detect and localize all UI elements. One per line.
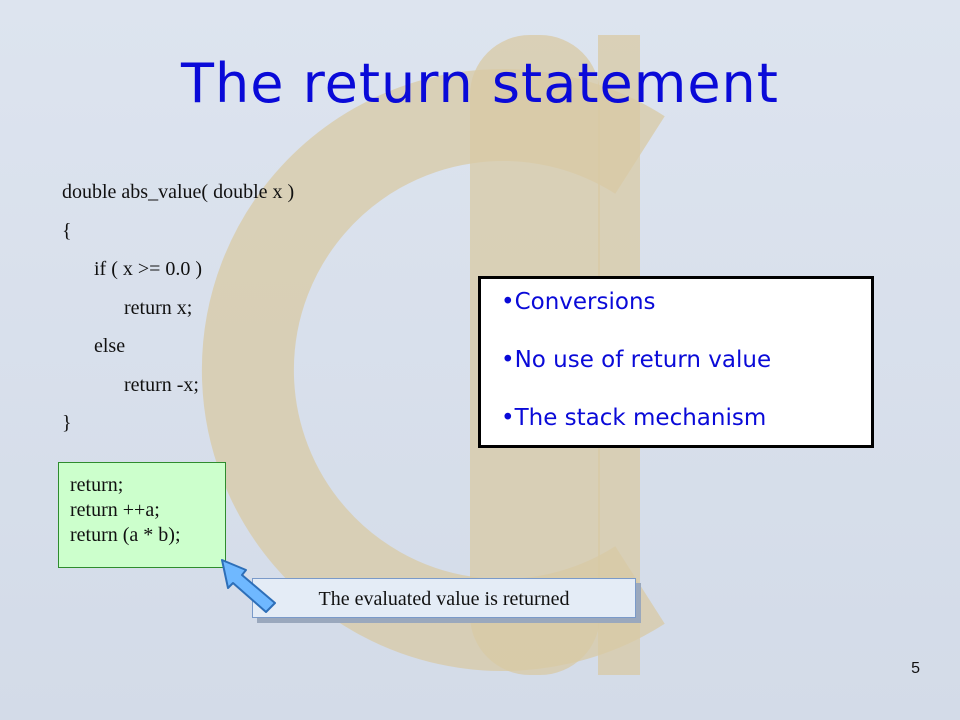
topic-bullet: •Conversions (501, 289, 656, 315)
return-forms-box: return; return ++a; return (a * b); (58, 462, 226, 568)
code-line: } (62, 412, 72, 434)
code-line: double abs_value( double x ) (62, 181, 295, 203)
return-form-line: return ++a; (70, 499, 160, 521)
code-line: { (62, 219, 72, 242)
return-form-line: return; (70, 474, 124, 496)
page-number: 5 (911, 660, 920, 677)
topics-box: •Conversions •No use of return value •Th… (478, 276, 874, 448)
topic-bullet: •The stack mechanism (501, 405, 767, 431)
return-form-line: return (a * b); (70, 524, 181, 546)
code-line: return x; (124, 296, 193, 319)
topic-bullet: •No use of return value (501, 347, 772, 373)
code-line: if ( x >= 0.0 ) (94, 258, 203, 280)
code-line: return -x; (124, 373, 199, 396)
code-listing: double abs_value( double x ) { if ( x >=… (62, 176, 294, 446)
code-line: else (94, 335, 126, 357)
callout-box: The evaluated value is returned (252, 578, 636, 618)
slide-title: The return statement (181, 52, 779, 115)
